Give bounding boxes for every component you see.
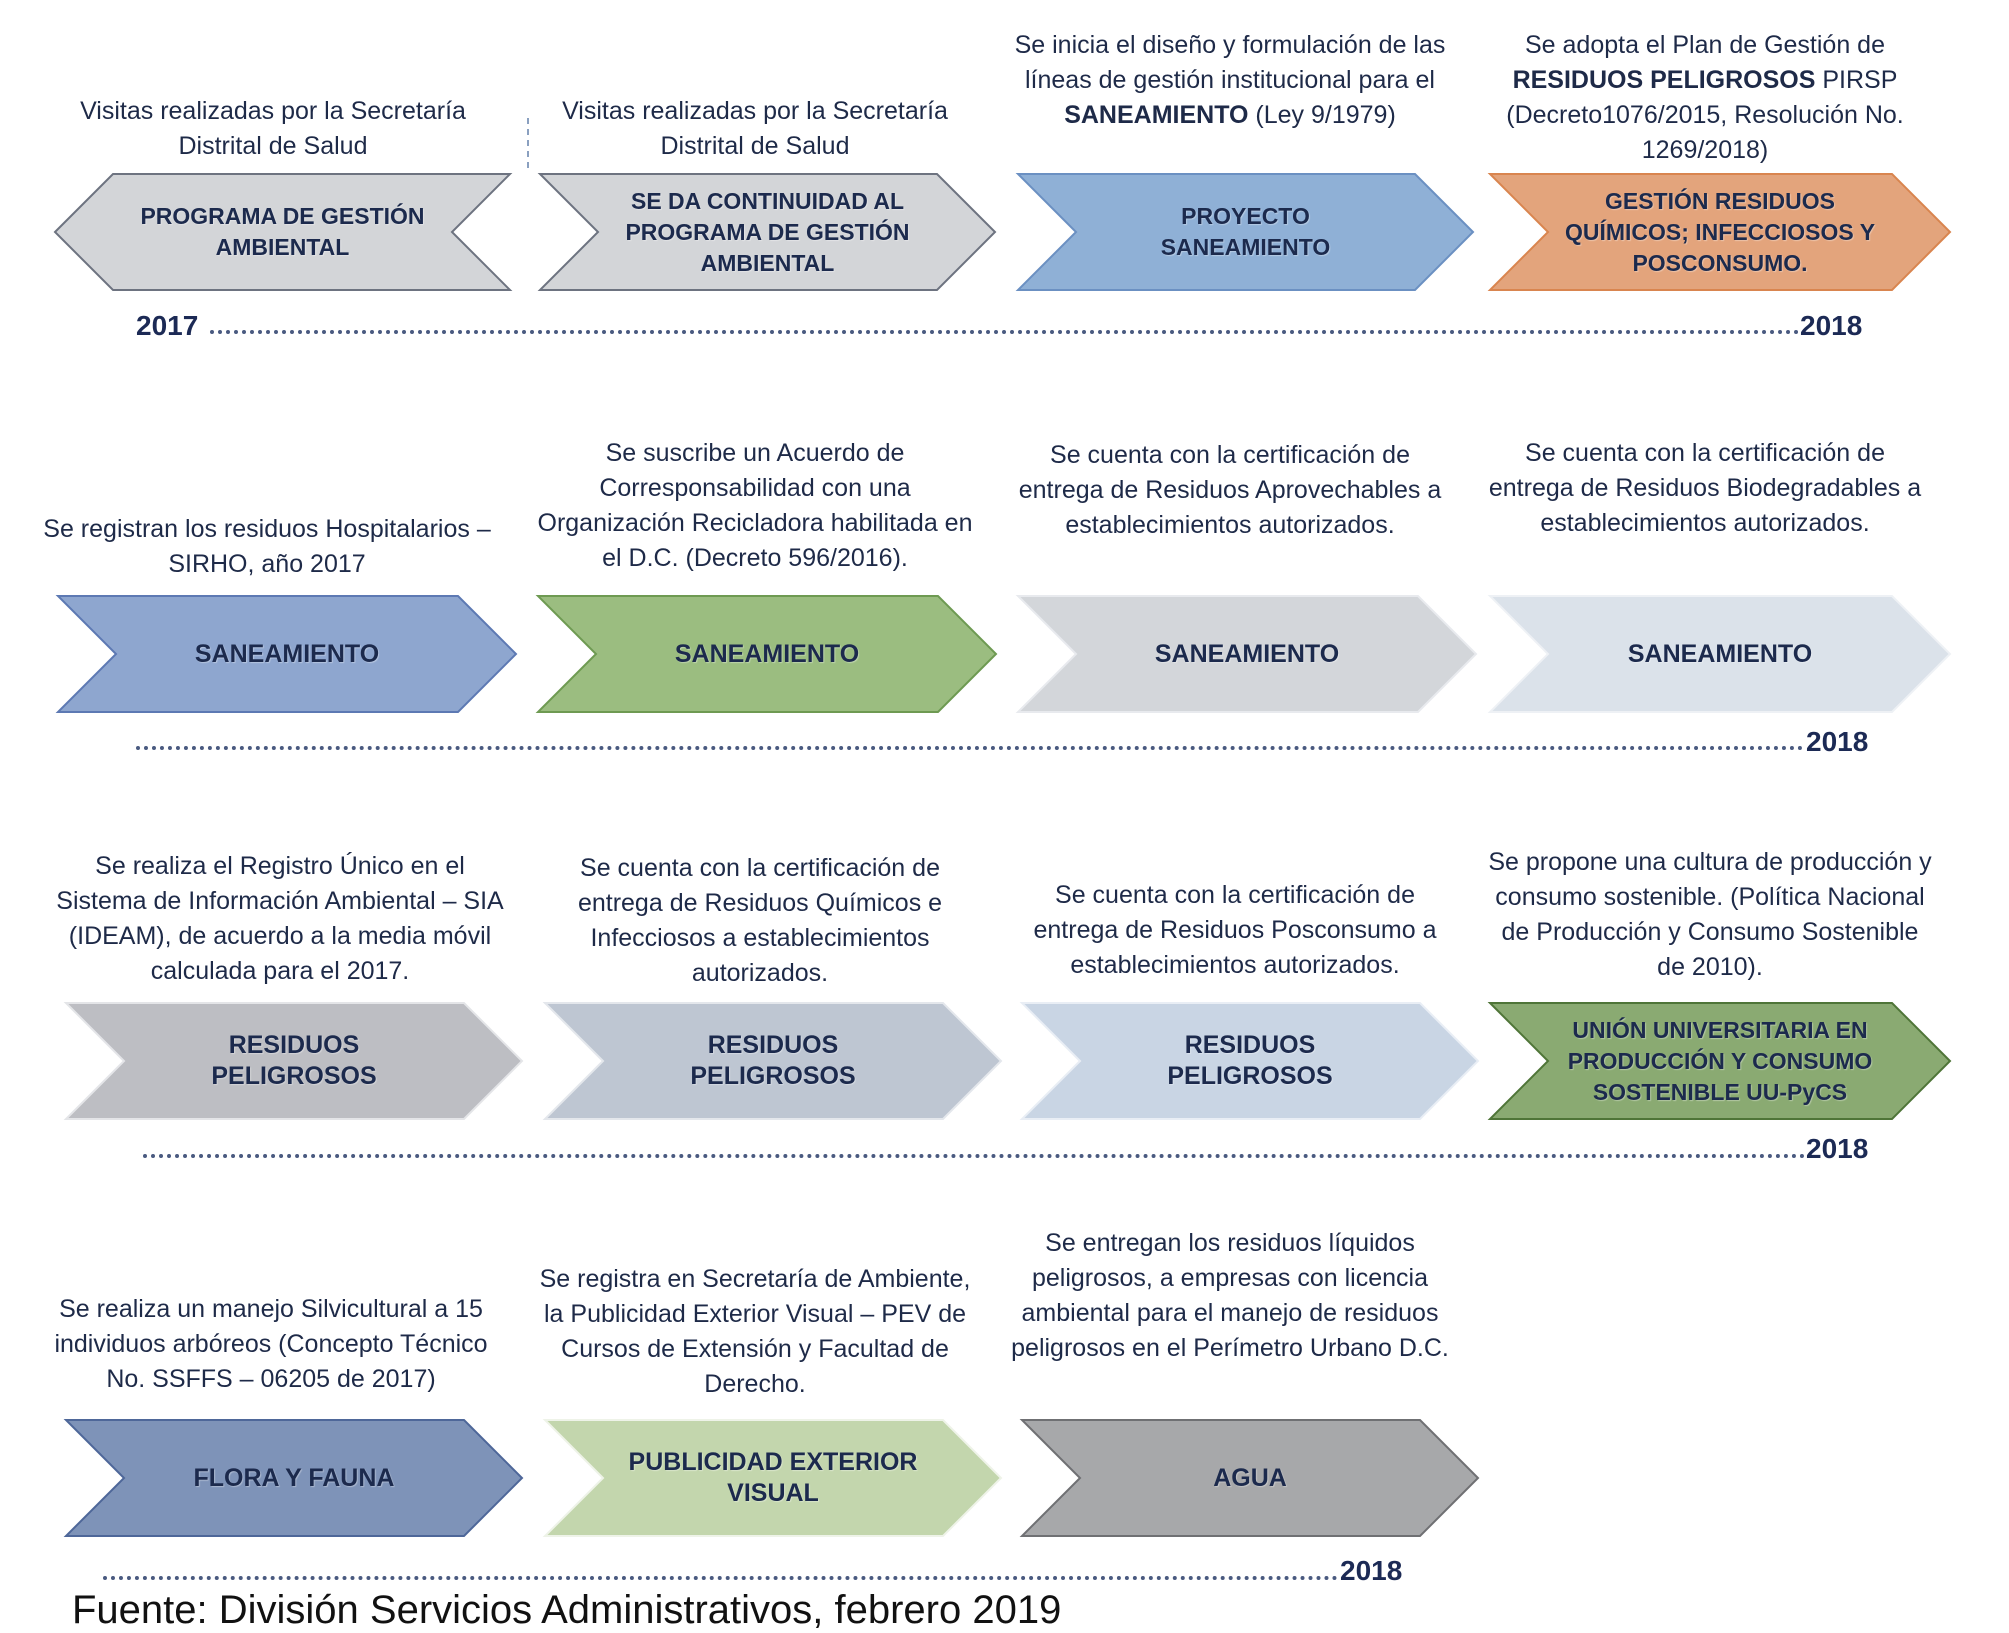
timeline-dots-3 bbox=[143, 1150, 1806, 1158]
chevron-shape bbox=[542, 1002, 1003, 1120]
chevron-shape bbox=[1015, 173, 1475, 291]
chevron-2-4: SANEAMIENTO bbox=[1487, 595, 1952, 713]
chevron-label: UNIÓN UNIVERSITARIA EN PRODUCCIÓN Y CONS… bbox=[1567, 1016, 1873, 1105]
chevron-label: GESTIÓN RESIDUOS QUÍMICOS; INFECCIOSOS Y… bbox=[1564, 187, 1876, 276]
year-end-3: 2018 bbox=[1806, 1133, 1869, 1164]
desc-3-1: Se realiza el Registro Único en el Siste… bbox=[56, 852, 504, 985]
desc-1-3: Se inicia el diseño y formulación de las… bbox=[1005, 28, 1455, 133]
desc-1-4-b: RESIDUOS PELIGROSOS bbox=[1512, 66, 1816, 94]
chevron-label: PROYECTO SANEAMIENTO bbox=[1160, 203, 1331, 260]
chevron-label: SANEAMIENTO bbox=[194, 639, 380, 668]
chevron-shape bbox=[1487, 173, 1952, 291]
chevron-label: RESIDUOS PELIGROSOS bbox=[1167, 1031, 1333, 1090]
chevron-3-4: UNIÓN UNIVERSITARIA EN PRODUCCIÓN Y CONS… bbox=[1487, 1002, 1952, 1120]
desc-1-1: Visitas realizadas por la Secretaría Dis… bbox=[80, 97, 466, 160]
year-end-1: 2018 bbox=[1800, 310, 1863, 341]
chevron-4-2: PUBLICIDAD EXTERIOR VISUAL bbox=[542, 1419, 1003, 1537]
chevron-2-1: SANEAMIENTO bbox=[55, 595, 518, 713]
desc-2-3: Se cuenta con la certificación de entreg… bbox=[1018, 441, 1442, 539]
chevron-label: SANEAMIENTO bbox=[1627, 639, 1813, 668]
desc-1-3-b: SANEAMIENTO bbox=[1064, 101, 1249, 129]
desc-1-4: Se adopta el Plan de Gestión de RESIDUOS… bbox=[1480, 28, 1930, 168]
chevron-1-1: PROGRAMA DE GESTIÓN AMBIENTAL bbox=[53, 173, 513, 291]
desc-1-4-a: Se adopta el Plan de Gestión de bbox=[1525, 31, 1885, 59]
chevron-shape bbox=[535, 595, 998, 713]
chevron-1-3: PROYECTO SANEAMIENTO bbox=[1015, 173, 1475, 291]
chevron-3-1: RESIDUOS PELIGROSOS bbox=[63, 1002, 524, 1120]
desc-2-2: Se suscribe un Acuerdo de Corresponsabil… bbox=[537, 439, 973, 572]
chevron-label: PUBLICIDAD EXTERIOR VISUAL bbox=[628, 1448, 918, 1507]
chevron-shape bbox=[63, 1419, 524, 1537]
chevron-label: FLORA Y FAUNA bbox=[193, 1463, 395, 1492]
chevron-shape bbox=[55, 595, 518, 713]
chevron-3-2: RESIDUOS PELIGROSOS bbox=[542, 1002, 1003, 1120]
chevron-shape bbox=[537, 173, 997, 291]
desc-1-2: Visitas realizadas por la Secretaría Dis… bbox=[562, 97, 948, 160]
timeline-dots-4 bbox=[103, 1572, 1338, 1580]
chevron-label: RESIDUOS PELIGROSOS bbox=[690, 1031, 856, 1090]
desc-4-2: Se registra en Secretaría de Ambiente, l… bbox=[539, 1265, 971, 1398]
chevron-label: SANEAMIENTO bbox=[1154, 639, 1340, 668]
desc-1-3-c: (Ley 9/1979) bbox=[1248, 101, 1396, 129]
chevron-shape bbox=[1487, 1002, 1952, 1120]
desc-2-4: Se cuenta con la certificación de entreg… bbox=[1488, 439, 1922, 537]
source-caption: Fuente: División Servicios Administrativ… bbox=[72, 1588, 1062, 1632]
desc-3-2: Se cuenta con la certificación de entreg… bbox=[577, 854, 943, 987]
chevron-2-3: SANEAMIENTO bbox=[1015, 595, 1478, 713]
chevron-2-2: SANEAMIENTO bbox=[535, 595, 998, 713]
chevron-shape bbox=[1015, 595, 1478, 713]
desc-2-1: Se registran los residuos Hospitalarios … bbox=[43, 515, 491, 578]
chevron-shape bbox=[63, 1002, 524, 1120]
desc-1-4-c: PIRSP (Decreto1076/2015, Resolución No. … bbox=[1506, 66, 1904, 164]
chevron-shape bbox=[1487, 595, 1952, 713]
desc-3-3: Se cuenta con la certificación de entreg… bbox=[1033, 881, 1437, 979]
year-end-4: 2018 bbox=[1340, 1555, 1403, 1586]
chevron-3-3: RESIDUOS PELIGROSOS bbox=[1019, 1002, 1480, 1120]
desc-4-3: Se entregan los residuos líquidos peligr… bbox=[1011, 1229, 1449, 1362]
chevron-label: PROGRAMA DE GESTIÓN AMBIENTAL bbox=[140, 203, 425, 260]
desc-3-4: Se propone una cultura de producción y c… bbox=[1488, 848, 1932, 981]
desc-4-1: Se realiza un manejo Silvicultural a 15 … bbox=[54, 1295, 488, 1393]
chevron-shape bbox=[1019, 1419, 1480, 1537]
year-end-2: 2018 bbox=[1806, 726, 1869, 757]
chevron-left-shape bbox=[53, 173, 513, 291]
year-start-2017: 2017 bbox=[136, 310, 199, 341]
timeline-dots-1 bbox=[210, 326, 1800, 334]
vertical-dash-divider bbox=[527, 118, 529, 168]
chevron-label: RESIDUOS PELIGROSOS bbox=[211, 1031, 377, 1090]
desc-1-3-a: Se inicia el diseño y formulación de las… bbox=[1014, 31, 1446, 94]
chevron-1-2: SE DA CONTINUIDAD AL PROGRAMA DE GESTIÓN… bbox=[537, 173, 997, 291]
chevron-1-4: GESTIÓN RESIDUOS QUÍMICOS; INFECCIOSOS Y… bbox=[1487, 173, 1952, 291]
chevron-label: SANEAMIENTO bbox=[674, 639, 860, 668]
chevron-shape bbox=[1019, 1002, 1480, 1120]
chevron-4-1: FLORA Y FAUNA bbox=[63, 1419, 524, 1537]
chevron-4-3: AGUA bbox=[1019, 1419, 1480, 1537]
timeline-dots-2 bbox=[136, 742, 1804, 750]
chevron-label: AGUA bbox=[1213, 1463, 1287, 1492]
chevron-label: SE DA CONTINUIDAD AL PROGRAMA DE GESTIÓN… bbox=[625, 187, 910, 276]
chevron-shape bbox=[542, 1419, 1003, 1537]
